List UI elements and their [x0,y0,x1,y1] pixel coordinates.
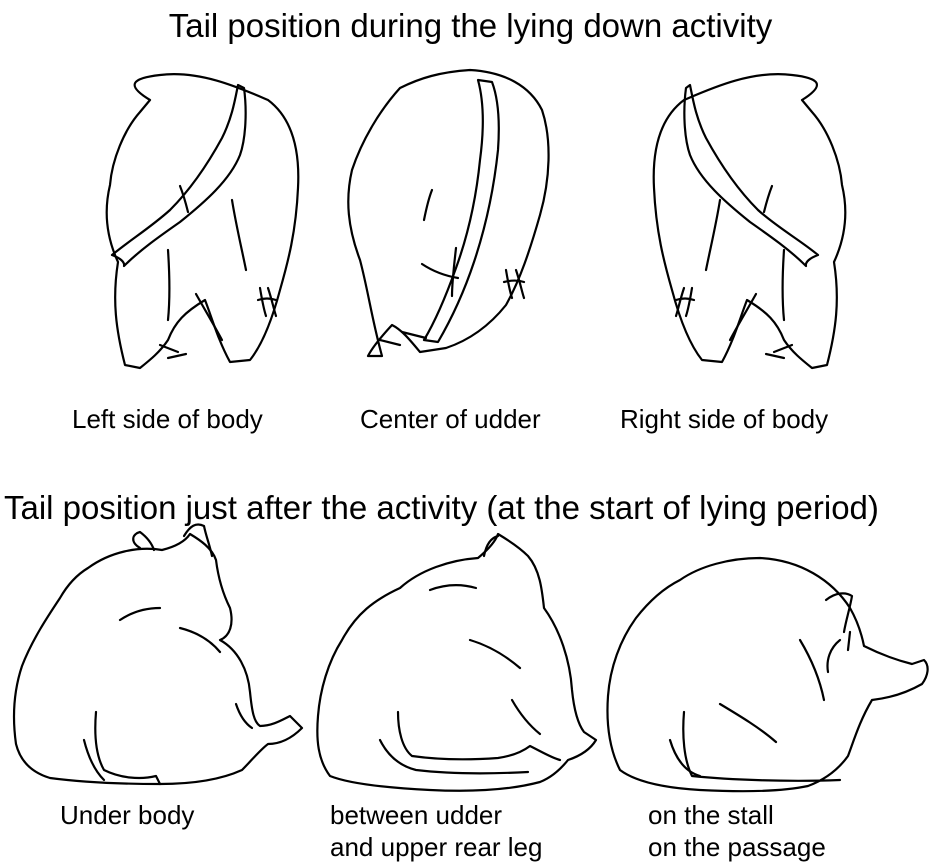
cow-rear-tail-left-icon [107,74,299,368]
caption-between-udder-line2: and upper rear leg [330,832,542,862]
caption-under-body: Under body [60,800,194,830]
caption-right-side-of-body: Right side of body [620,404,828,434]
cow-lying-tail-stall-passage-icon [608,558,928,791]
cow-rear-tail-center-icon [348,70,548,356]
cow-lying-tail-udder-leg-icon [317,534,596,791]
caption-between-udder-line1: between udder [330,800,502,830]
cow-rear-tail-right-icon [654,74,846,368]
caption-on-the-stall: on the stall [648,800,774,830]
cow-lying-tail-under-body-icon [14,524,302,784]
caption-on-the-passage: on the passage [648,832,826,862]
caption-left-side-of-body: Left side of body [72,404,263,434]
caption-center-of-udder: Center of udder [360,404,541,434]
bottom-section-title: Tail position just after the activity (a… [4,488,941,528]
